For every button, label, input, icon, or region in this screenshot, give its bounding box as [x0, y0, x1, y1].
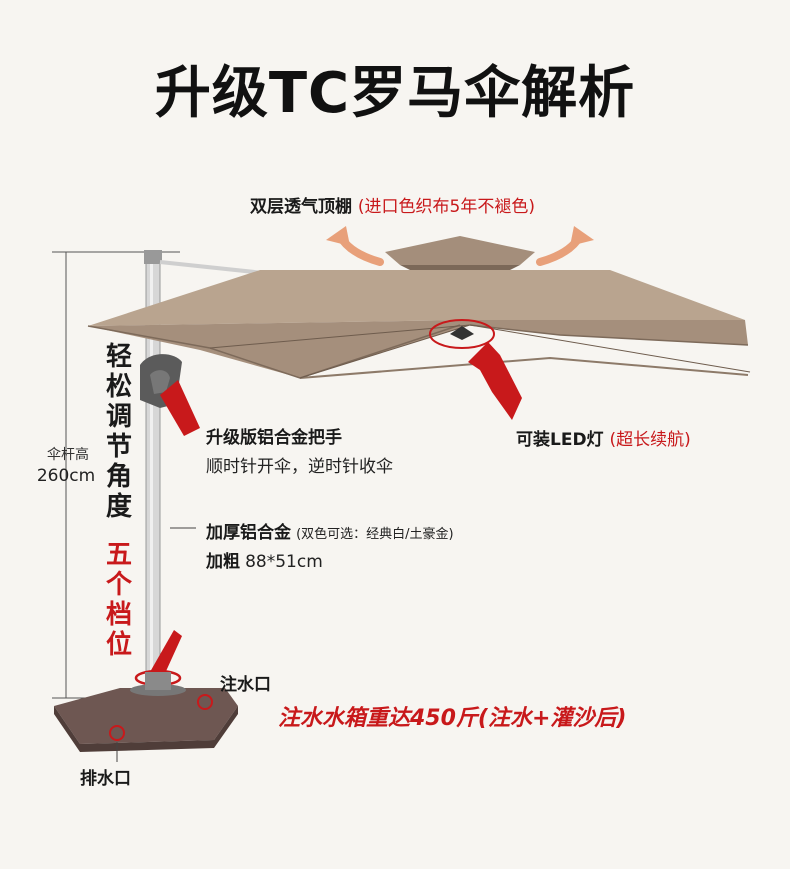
pole-label-note: (双色可选：经典白/土豪金): [296, 527, 454, 542]
handle-label-main: 升级版铝合金把手: [206, 428, 342, 448]
height-value: 260cm: [36, 466, 96, 486]
page-title: 升级TC罗马伞解析: [154, 61, 636, 126]
handle-label: 升级版铝合金把手 顺时针开伞，逆时针收伞: [206, 423, 393, 477]
handle-label-sub: 顺时针开伞，逆时针收伞: [206, 457, 393, 477]
pole-label: 加厚铝合金 (双色可选：经典白/土豪金) 加粗 88*51cm: [206, 518, 454, 572]
height-label: 伞杆高: [47, 447, 89, 463]
water-outlet-label: 排水口: [80, 769, 131, 789]
pole-label-main: 加厚铝合金: [206, 523, 291, 543]
led-highlight: [429, 319, 495, 349]
canopy-label-note: (进口色织布5年不褪色): [357, 197, 536, 217]
pole-label-sub-value: 88*51cm: [245, 552, 323, 572]
led-label-main: 可装LED灯: [516, 430, 604, 450]
handle-arrow: [160, 380, 200, 436]
canopy-label-main: 双层透气顶棚: [250, 197, 352, 217]
inlet-marker: [197, 694, 213, 710]
adjust-angle-label: 轻松调节角度: [105, 342, 132, 522]
water-base: [54, 672, 238, 752]
five-positions-label: 五个档位: [105, 540, 132, 660]
water-inlet-label: 注水口: [220, 675, 271, 695]
led-label-note: (超长续航): [609, 430, 691, 450]
led-arrow: [468, 342, 522, 420]
outlet-marker: [109, 725, 125, 741]
rotation-arrow: [150, 630, 182, 680]
pole-label-sub-prefix: 加粗: [206, 552, 240, 572]
canopy: [87, 236, 751, 379]
canopy-label: 双层透气顶棚 (进口色织布5年不褪色): [250, 192, 535, 217]
base-capacity-label: 注水水箱重达450斤(注水+灌沙后): [278, 706, 627, 731]
led-label: 可装LED灯 (超长续航): [516, 425, 691, 450]
